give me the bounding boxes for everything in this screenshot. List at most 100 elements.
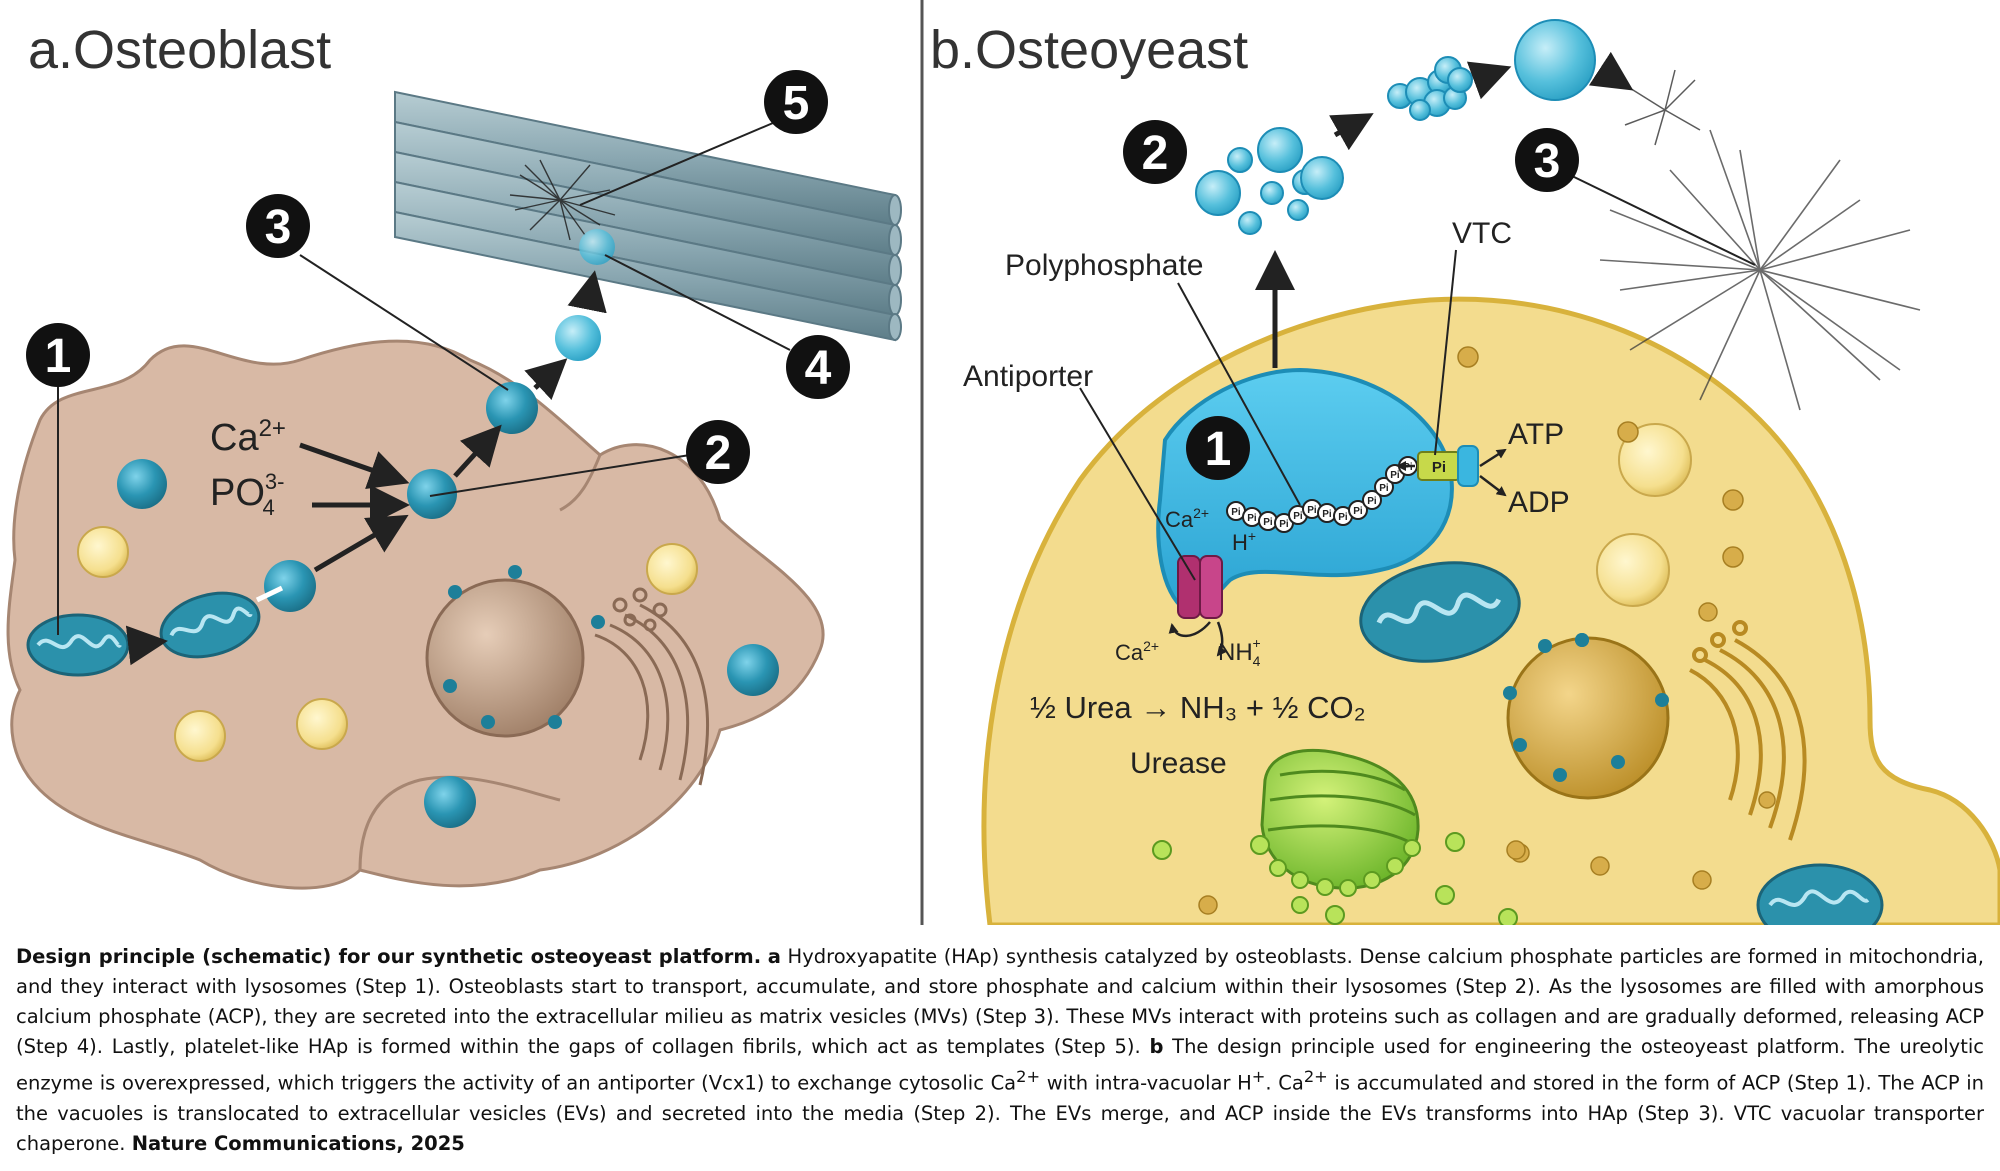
step-number: 5 [783, 77, 810, 130]
pi-label: Pi [1367, 496, 1377, 507]
step-badge-a-5: 5 [764, 70, 828, 134]
caption-superscript: 2+ [1303, 1067, 1328, 1086]
step-badge-b-1: 1 [1186, 416, 1250, 480]
schematic-figure: a.Osteoblast [6, 0, 2000, 925]
collagen-fibrils [394, 90, 902, 342]
lysosome [296, 698, 348, 750]
mitochondrion [26, 613, 130, 677]
vtc-label: VTC [1452, 217, 1512, 250]
panel-b-title: b.Osteoyeast [930, 20, 1248, 80]
step-badge-a-4: 4 [786, 335, 850, 399]
pi-label: Pi [1247, 513, 1257, 524]
hap-cluster [1599, 129, 1921, 411]
svg-text:Ca2+: Ca2+ [1165, 505, 1209, 532]
panel-a-title: a.Osteoblast [28, 20, 331, 80]
step-badge-b-3: 3 [1515, 128, 1579, 192]
caption-panel-b-letter: b [1149, 1035, 1164, 1058]
vtc-transporter: Pi [1417, 445, 1479, 487]
golgi-apparatus [594, 587, 709, 786]
panel-a: a.Osteoblast [6, 20, 902, 890]
step-number: 3 [265, 201, 292, 254]
panel-b: b.Osteoyeast Pi Pi Pi Pi Pi Pi Pi Pi [930, 19, 2000, 925]
proton-label: H [1232, 530, 1248, 555]
pi-label: Pi [1279, 519, 1289, 530]
polyphosphate-label: Polyphosphate [1005, 249, 1204, 282]
mitochondrion [1756, 863, 1884, 925]
svg-text:H+: H+ [1232, 528, 1256, 555]
vacuolar-calcium-label: Ca [1165, 507, 1194, 532]
pi-label: Pi [1322, 509, 1332, 520]
step-number: 3 [1534, 135, 1561, 188]
caption-panel-b-text: . Ca [1265, 1071, 1304, 1095]
golgi-apparatus [1689, 620, 1807, 841]
ammonium-label: NH [1218, 639, 1253, 666]
calcium-vesicle [727, 644, 779, 696]
ion-phosphate-charge: 3- [265, 469, 285, 494]
step-badge-a-3: 3 [246, 194, 310, 258]
leader-lines [57, 119, 791, 635]
osteoblast-cell [6, 339, 825, 890]
caption-panel-b-text: is accumulated and stored in the form of… [16, 1071, 1984, 1155]
mitochondrion [159, 591, 261, 659]
urease-label: Urease [1130, 747, 1227, 780]
caption-source: Nature Communications, 2025 [131, 1131, 465, 1155]
step-number: 1 [45, 330, 72, 383]
caption-superscript: + [1251, 1067, 1266, 1086]
green-vesicles [1152, 832, 1518, 925]
matrix-vesicle [486, 382, 538, 434]
extracellular-vesicles [1195, 127, 1344, 235]
ion-phosphate-subscript: 4 [262, 495, 274, 520]
ribosome-dots [443, 565, 605, 729]
merging-vesicles [1387, 56, 1473, 121]
ion-calcium-label: Ca [210, 417, 259, 459]
caption-title: Design principle (schematic) for our syn… [16, 945, 762, 968]
flow-arrows [1255, 51, 1634, 368]
pi-label: Pi [1231, 507, 1241, 518]
antiporter-channel [1177, 555, 1223, 619]
adp-label: ADP [1508, 486, 1570, 519]
calcium-vesicle [407, 469, 457, 519]
pi-label: Pi [1263, 517, 1273, 528]
calcium-vesicle [424, 776, 476, 828]
step-badge-a-1: 1 [26, 323, 90, 387]
caption-panel-a-letter: a [767, 945, 781, 968]
pi-label: Pi [1390, 470, 1400, 481]
lysosome [77, 526, 129, 578]
calcium-vesicle [117, 459, 167, 509]
ammonium-subscript: 4 [1253, 653, 1261, 669]
figure-caption: Design principle (schematic) for our syn… [16, 942, 1984, 1159]
lysosome [646, 543, 698, 595]
pi-label: Pi [1353, 506, 1363, 517]
nucleus [1506, 636, 1670, 800]
leader-lines [1079, 174, 1756, 581]
lysosome [174, 710, 226, 762]
hap-crystal [509, 159, 616, 241]
calcium-vesicle [264, 560, 316, 612]
deforming-matrix-vesicle [579, 229, 615, 265]
caption-superscript: 2+ [1016, 1067, 1041, 1086]
step-number: 4 [805, 342, 832, 395]
cell-fold [559, 454, 602, 512]
pi-label: Pi [1338, 512, 1348, 523]
caption-panel-b-text: with intra-vacuolar H [1040, 1071, 1252, 1095]
step-number: 2 [705, 427, 732, 480]
small-granules [1198, 346, 1776, 915]
flow-arrows [125, 270, 607, 666]
thin-arrows [1168, 448, 1507, 657]
pi-label: Pi [1307, 505, 1317, 516]
proton-charge: + [1248, 528, 1256, 544]
ion-phosphate-label: PO [210, 472, 265, 514]
vtc-pi-label: Pi [1432, 459, 1446, 476]
pi-label: Pi [1293, 511, 1303, 522]
pi-label: Pi [1403, 462, 1413, 473]
caption-panel-b-text: The design principle used for engineerin… [16, 1035, 1984, 1095]
svg-text:NH4+: NH4+ [1218, 635, 1261, 669]
hap-crystal [1624, 69, 1701, 146]
step-number: 2 [1142, 127, 1169, 180]
cytosolic-calcium-charge: 2+ [1143, 638, 1159, 654]
flow-arrow-white [255, 585, 284, 603]
antiporter-label: Antiporter [963, 360, 1093, 393]
mitochondrion [1359, 561, 1521, 663]
step-badge-a-2: 2 [686, 420, 750, 484]
nucleus [425, 578, 585, 738]
